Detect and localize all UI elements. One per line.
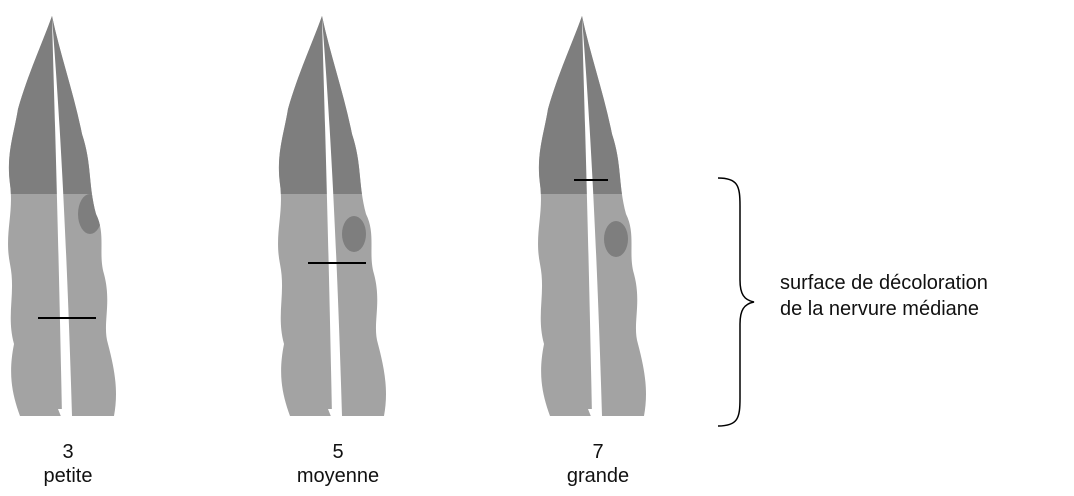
annotation-line-1: surface de décoloration <box>780 270 988 296</box>
size-label: moyenne <box>258 464 418 488</box>
leaf-illustration <box>270 14 410 424</box>
size-label: grande <box>518 464 678 488</box>
leaf-caption-3: 3 petite <box>0 440 148 488</box>
score-value: 5 <box>258 440 418 464</box>
brace-annotation: surface de décoloration de la nervure mé… <box>780 270 988 322</box>
score-value: 3 <box>0 440 148 464</box>
score-value: 7 <box>518 440 678 464</box>
curly-brace <box>712 176 756 428</box>
leaf-score-7 <box>530 14 670 424</box>
leaf-illustration <box>0 14 140 424</box>
size-label: petite <box>0 464 148 488</box>
leaf-score-5 <box>270 14 410 424</box>
leaf-illustration <box>530 14 670 424</box>
leaf-caption-5: 5 moyenne <box>258 440 418 488</box>
leaf-caption-7: 7 grande <box>518 440 678 488</box>
annotation-line-2: de la nervure médiane <box>780 296 988 322</box>
leaf-score-3 <box>0 14 140 424</box>
